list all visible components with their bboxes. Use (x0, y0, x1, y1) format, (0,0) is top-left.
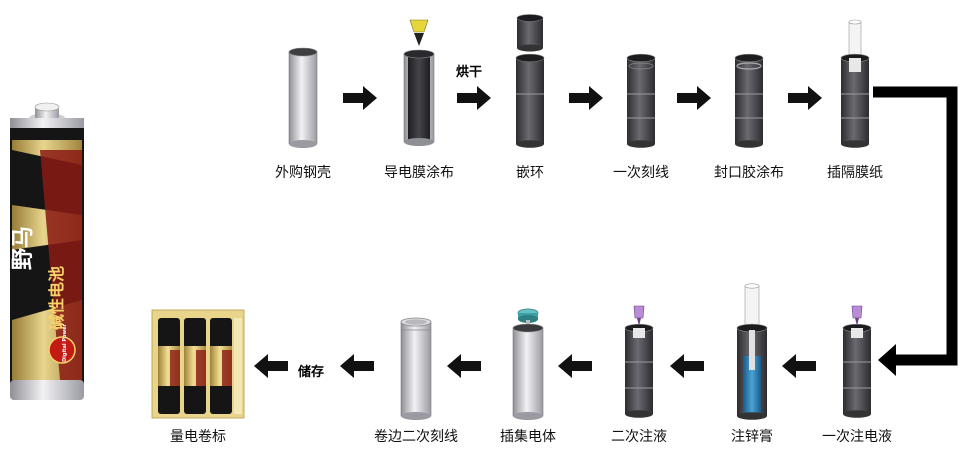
nozzle-icon (851, 305, 863, 319)
left-arrow-icon (340, 354, 374, 378)
left-arrow-icon (447, 354, 481, 378)
step-second-fill (624, 305, 654, 418)
digital-power-badge (48, 336, 76, 364)
battery-product-name: 碱性电池 (47, 266, 66, 330)
step-conductive-coating (403, 19, 435, 146)
step-first-scoring (626, 53, 656, 148)
step-label-s12: 量电卷标 (170, 429, 226, 445)
nozzle-icon (409, 19, 429, 33)
step-label-s4: 一次刻线 (613, 165, 669, 181)
note-dry: 烘干 (456, 65, 483, 80)
right-arrow-icon (788, 86, 822, 110)
right-arrow-icon (457, 86, 491, 110)
left-arrow-icon (558, 354, 592, 378)
left-arrow-icon (782, 354, 816, 378)
step-label-s9: 二次注液 (611, 429, 667, 445)
step-outer-steel-shell (288, 47, 318, 148)
step-curl-second-scoring (400, 317, 432, 420)
step-label-s2: 导电膜涂布 (384, 165, 454, 181)
step-label-s8: 注锌膏 (731, 429, 773, 445)
battery-product-image: 野马 碱性电池 Digital Power (10, 102, 84, 400)
step-labeled-batteries (151, 309, 245, 419)
step-label-s6: 插隔膜纸 (827, 165, 883, 181)
step-label-s1: 外购钢壳 (275, 165, 331, 181)
battery-logo: 野马 (11, 226, 36, 270)
step-label-s11: 卷边二次刻线 (374, 429, 458, 445)
left-arrow-icon (254, 354, 288, 378)
note-store: 储存 (298, 365, 325, 380)
step-embed-ring (515, 14, 545, 148)
right-arrow-icon (677, 86, 711, 110)
step-zinc-paste-fill (736, 283, 768, 420)
step-insert-current-collector (512, 308, 544, 420)
connector-arrowhead (878, 344, 896, 376)
step-label-s7: 一次注电液 (822, 429, 892, 445)
step-label-s3: 嵌环 (516, 165, 544, 181)
arrows (254, 86, 822, 378)
step-label-s5: 封口胶涂布 (714, 165, 784, 181)
step-sealant-coating (734, 53, 764, 148)
nozzle-icon (633, 305, 645, 319)
battery-badge-text: Digital Power (62, 324, 68, 362)
right-arrow-icon (569, 86, 603, 110)
left-arrow-icon (670, 354, 704, 378)
connector-arrow-icon (873, 86, 958, 366)
step-insert-separator (840, 19, 870, 148)
step-label-s10: 插集电体 (500, 429, 556, 445)
right-arrow-icon (343, 86, 377, 110)
step-first-electrolyte-fill (842, 305, 872, 418)
